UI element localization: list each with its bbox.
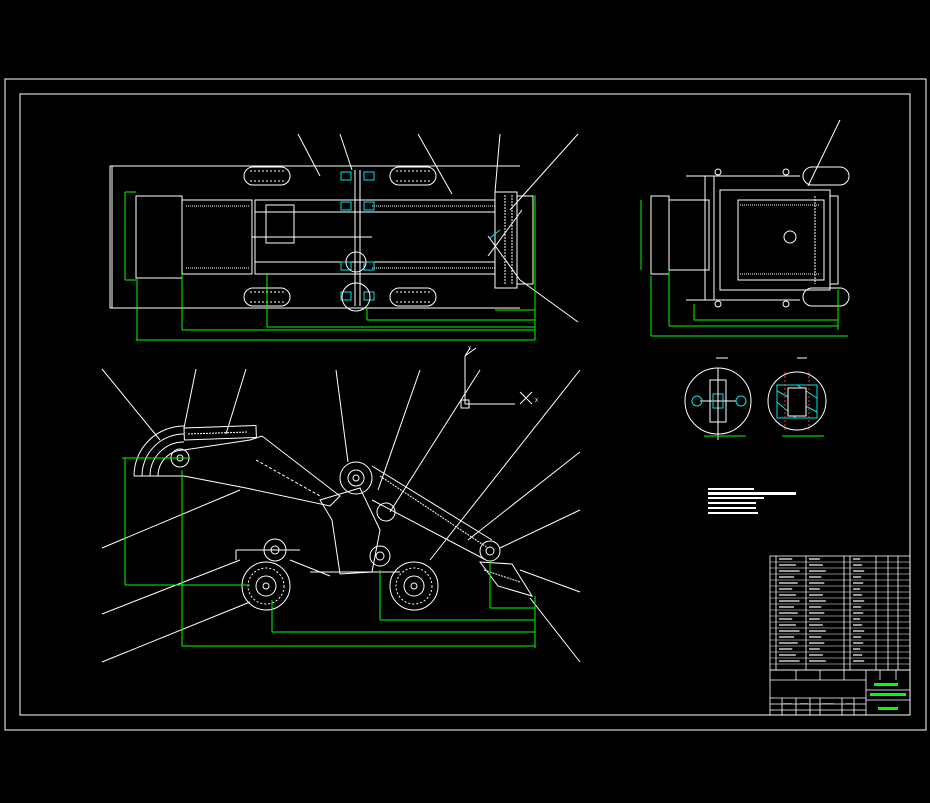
dimensions-top-view bbox=[124, 191, 536, 341]
title-block bbox=[769, 669, 911, 716]
parts-cell-text-mark bbox=[779, 564, 796, 566]
ucs-axis-icon bbox=[460, 347, 533, 409]
parts-cell-text-mark bbox=[809, 576, 822, 578]
parts-cell-text-mark bbox=[809, 588, 820, 590]
parts-cell-text-mark bbox=[853, 588, 861, 590]
parts-cell-text-mark bbox=[853, 582, 864, 584]
top-view bbox=[109, 133, 579, 341]
parts-cell-text-mark bbox=[853, 624, 863, 626]
parts-cell-text-mark bbox=[779, 582, 798, 584]
outer-border bbox=[4, 78, 927, 731]
inner-border bbox=[19, 93, 911, 716]
leaders-front-elevation bbox=[101, 368, 581, 663]
parts-cell-text-mark bbox=[779, 648, 793, 650]
parts-cell-text-mark bbox=[853, 570, 865, 572]
parts-cell-text-mark bbox=[853, 558, 861, 560]
detail-view-bearing bbox=[684, 357, 752, 440]
parts-cell-text-mark bbox=[779, 570, 800, 572]
front-elevation bbox=[101, 368, 581, 663]
parts-cell-text-mark bbox=[809, 582, 825, 584]
parts-cell-text-mark bbox=[809, 564, 823, 566]
parts-cell-text-mark bbox=[809, 600, 826, 602]
parts-cell-text-mark bbox=[809, 642, 825, 644]
detail-view-section bbox=[767, 357, 827, 437]
parts-cell-text-mark bbox=[853, 600, 865, 602]
parts-cell-text-mark bbox=[779, 588, 793, 590]
parts-cell-text-mark bbox=[809, 570, 826, 572]
parts-cell-text-mark bbox=[779, 630, 800, 632]
dimensions-end-view bbox=[640, 200, 848, 337]
parts-cell-text-mark bbox=[779, 642, 798, 644]
parts-cell-text-mark bbox=[809, 660, 826, 662]
parts-cell-text-mark bbox=[809, 618, 820, 620]
parts-cell-text-mark bbox=[853, 594, 863, 596]
sheet-frame bbox=[4, 78, 927, 731]
wheel-top-right-lower bbox=[389, 287, 437, 307]
parts-cell-text-mark bbox=[853, 618, 861, 620]
parts-cell-text-mark bbox=[809, 606, 822, 608]
wheel-front-front bbox=[389, 561, 439, 611]
parts-cell-text-mark bbox=[809, 648, 820, 650]
bearings-top-view bbox=[340, 171, 501, 301]
dimensions-front-elevation bbox=[122, 457, 536, 648]
wheel-top-left-upper bbox=[243, 166, 291, 186]
parts-cell-text-mark bbox=[779, 618, 793, 620]
parts-cell-text-mark bbox=[779, 594, 796, 596]
wheel-end-view-lower bbox=[802, 287, 850, 307]
axis-y-label: Y bbox=[468, 346, 471, 352]
parts-cell-text-mark bbox=[809, 654, 823, 656]
parts-cell-text-mark bbox=[853, 642, 864, 644]
parts-cell-text-mark bbox=[853, 576, 862, 578]
parts-cell-text-mark bbox=[809, 624, 823, 626]
leaders-top-view bbox=[297, 133, 579, 323]
technical-notes bbox=[708, 488, 796, 514]
parts-cell-text-mark bbox=[779, 606, 795, 608]
parts-cell-text-mark bbox=[809, 612, 825, 614]
parts-cell-text-mark bbox=[853, 660, 865, 662]
parts-cell-text-mark bbox=[809, 636, 822, 638]
parts-cell-text-mark bbox=[779, 558, 793, 560]
parts-cell-text-mark bbox=[853, 564, 863, 566]
parts-cell-text-mark bbox=[853, 654, 863, 656]
parts-cell-text-mark bbox=[809, 594, 823, 596]
parts-cell-text-mark bbox=[853, 630, 865, 632]
parts-cell-text-mark bbox=[853, 648, 861, 650]
title-block-highlights bbox=[782, 683, 906, 710]
parts-cell-text-mark bbox=[853, 606, 862, 608]
parts-cell-text-mark bbox=[779, 660, 800, 662]
parts-cell-text-mark bbox=[853, 636, 862, 638]
parts-cell-text-mark bbox=[779, 624, 796, 626]
parts-list-rows bbox=[770, 558, 910, 665]
parts-cell-text-mark bbox=[809, 558, 820, 560]
parts-cell-text-mark bbox=[779, 654, 796, 656]
wheel-front-rear bbox=[241, 561, 291, 611]
axis-x-label: X bbox=[535, 398, 538, 404]
parts-cell-text-mark bbox=[779, 576, 795, 578]
parts-cell-text-mark bbox=[853, 612, 864, 614]
wheel-top-right-upper bbox=[389, 166, 437, 186]
wheel-end-view-upper bbox=[802, 166, 850, 186]
parts-cell-text-mark bbox=[809, 630, 826, 632]
parts-cell-text-mark bbox=[779, 600, 800, 602]
parts-cell-text-mark bbox=[779, 636, 795, 638]
end-view bbox=[640, 119, 850, 337]
parts-cell-text-mark bbox=[779, 612, 798, 614]
